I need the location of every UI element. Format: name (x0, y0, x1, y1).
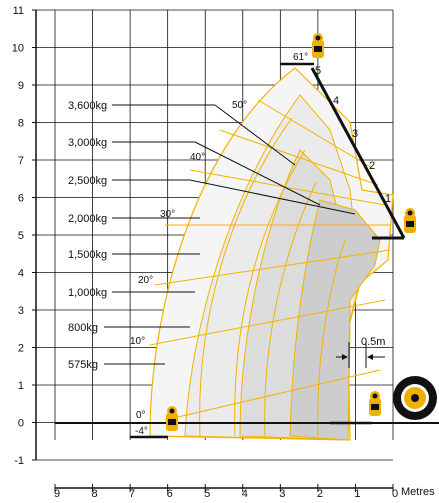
angle-label: 61° (293, 52, 308, 63)
x-unit-label: Metres (401, 486, 435, 498)
extension-label: 1 (385, 193, 391, 205)
operator-icon (404, 208, 416, 233)
extension-label: 5 (315, 65, 321, 77)
x-tick-label: 9 (54, 488, 60, 500)
angle-label: 50° (232, 100, 247, 111)
y-tick-label: 2 (18, 343, 24, 355)
y-tick-label: 4 (18, 268, 24, 280)
x-tick-label: 7 (129, 488, 135, 500)
x-tick-label: 1 (354, 488, 360, 500)
operator-icon (166, 406, 178, 431)
load-zones (149, 67, 394, 441)
y-tick-label: 10 (12, 43, 24, 55)
x-tick-label: 3 (279, 488, 285, 500)
angle-labels: 61° 50° 40° 30° 20° 10° 0° -4° (130, 52, 308, 437)
x-tick-label: 8 (91, 488, 97, 500)
load-label: 3,600kg (68, 100, 107, 112)
load-label: 2,000kg (68, 213, 107, 225)
y-tick-label: 8 (18, 118, 24, 130)
y-tick-label: -1 (14, 455, 24, 467)
load-label: 1,000kg (68, 287, 107, 299)
load-label: 800kg (68, 322, 98, 334)
angle-label: 40° (190, 152, 205, 163)
angle-label: 0° (136, 410, 146, 421)
load-label: 3,000kg (68, 137, 107, 149)
x-axis: 9 8 7 6 5 4 3 2 1 0 (54, 484, 398, 500)
extension-labels: 5 4 3 2 1 (315, 65, 391, 205)
y-tick-label: 11 (13, 5, 24, 17)
x-tick-label: 4 (242, 488, 248, 500)
load-labels: 3,600kg 3,000kg 2,500kg 2,000kg 1,500kg 1,000… (68, 100, 356, 371)
y-tick-label: 6 (18, 193, 24, 205)
dimension-05m: 0.5m (336, 336, 385, 368)
tyre-icon (393, 376, 437, 420)
x-tick-label: 0 (392, 488, 398, 500)
extension-label: 2 (369, 160, 375, 172)
x-tick-label: 5 (204, 488, 210, 500)
y-tick-label: 7 (18, 155, 24, 167)
angle-label: 30° (160, 209, 175, 220)
boom (130, 62, 406, 439)
load-label: 575kg (68, 359, 98, 371)
y-tick-label: 5 (18, 230, 24, 242)
load-label: 1,500kg (68, 249, 107, 261)
x-tick-label: 6 (167, 488, 173, 500)
extension-label: 3 (352, 128, 358, 140)
y-tick-label: 0 (18, 418, 24, 430)
dimension-label: 0.5m (361, 336, 385, 348)
angle-label: -4° (135, 426, 148, 437)
y-tick-label: 3 (18, 305, 24, 317)
y-tick-label: 1 (18, 380, 24, 392)
extension-label: 4 (333, 95, 339, 107)
y-tick-label: 9 (18, 80, 24, 92)
operator-icon (312, 33, 324, 58)
operator-icon (369, 391, 381, 416)
angle-label: 10° (130, 336, 145, 347)
x-tick-label: 2 (317, 488, 323, 500)
angle-label: 20° (138, 275, 153, 286)
zone-2500kg (289, 199, 381, 441)
load-label: 2,500kg (68, 175, 107, 187)
